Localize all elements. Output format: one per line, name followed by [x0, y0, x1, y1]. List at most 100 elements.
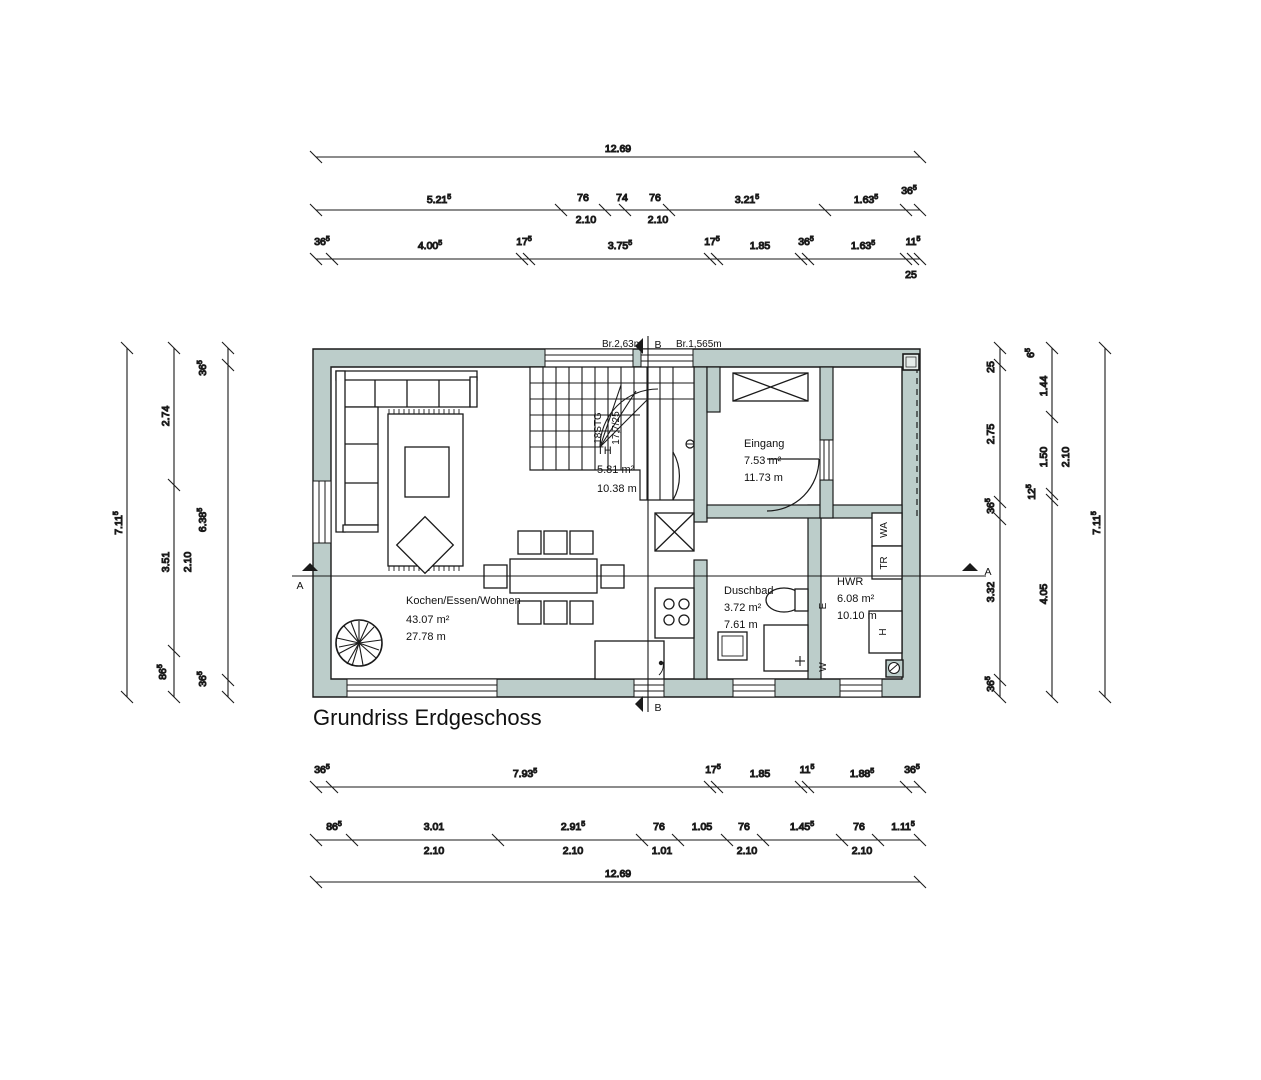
dim-label: 3.32	[985, 582, 997, 603]
dim-label: 1.44	[1038, 376, 1050, 397]
opening-width-label-right: Br.1,565m	[676, 339, 722, 350]
dim-label: 4.05	[1038, 584, 1050, 605]
room-name: HWR	[837, 576, 863, 588]
room-perimeter: 11.73 m	[744, 472, 783, 484]
section-arrow-a-right	[962, 563, 978, 571]
bottom-chain-3: 12.69	[309, 867, 927, 889]
toilet	[765, 587, 809, 613]
dim-label: 365	[314, 764, 330, 776]
dim-label: 1.50	[1038, 447, 1050, 468]
section-arrow-a-left	[302, 563, 318, 571]
partition-hall-living	[693, 366, 708, 523]
room-label-hall: TH 5.81 m² 10.38 m	[597, 445, 637, 495]
dim-label: 1.635	[854, 194, 878, 206]
plant	[335, 619, 383, 667]
room-area: 6.08 m²	[837, 593, 875, 605]
dim-label: 1.115	[891, 821, 915, 833]
door-hall-living	[672, 451, 680, 501]
right-dimension-chains: 25 2.75 365 3.32 365 65 1.44 1.50 2.10 1…	[984, 341, 1112, 704]
chair	[569, 600, 594, 625]
left-chain-inner: 365 6.385 365	[196, 341, 235, 704]
room-label-entrance: Eingang 7.53 m² 11.73 m	[744, 438, 784, 484]
chair	[517, 530, 542, 555]
dim-sub-label: 2.10	[576, 214, 597, 226]
dim-label: 1.85	[750, 768, 771, 780]
dim-label: 5.215	[427, 194, 451, 206]
dim-label: 4.005	[418, 240, 442, 252]
counter-with-hob	[654, 587, 695, 639]
dim-label: 865	[157, 664, 169, 680]
right-chain-outer: 7.115	[1090, 341, 1112, 704]
section-label: B	[654, 339, 661, 351]
sink	[717, 631, 748, 661]
partition-kitchen-bath	[693, 559, 708, 680]
appliance-heater: H	[868, 610, 903, 654]
floor-plan-body: WA TR H W E Kochen/Essen/Wohnen 43.07 m²…	[292, 336, 992, 714]
top-dimension-chains: 12.69 5.215 76 2.10 74 76 2.10	[309, 142, 927, 282]
dim-label: 1.455	[790, 821, 814, 833]
dim-label: 7.115	[1091, 511, 1103, 535]
dim-sub-label: 2.10	[1060, 447, 1072, 468]
dim-label: 1.05	[692, 821, 713, 833]
door-entrance	[766, 458, 820, 512]
shower	[763, 624, 809, 672]
partition-utility-top	[706, 504, 903, 519]
dim-label: 365	[985, 676, 997, 692]
opening-window-bath	[732, 678, 776, 698]
chair	[517, 600, 542, 625]
dim-label: 175	[705, 764, 721, 776]
staircase	[529, 366, 695, 501]
room-area: 43.07 m²	[406, 614, 450, 626]
opening-window-left	[312, 480, 332, 544]
right-chain-inner: 25 2.75 365 3.32 365	[984, 341, 1007, 704]
opening-window-bottom-living	[346, 678, 498, 698]
room-name: Eingang	[744, 438, 784, 450]
top-chain-2: 5.215 76 2.10 74 76 2.10 3.215 1.635 365	[309, 184, 927, 227]
dim-label: 7.935	[513, 768, 537, 780]
dim-sub-label: 2.10	[852, 845, 873, 857]
room-area: 3.72 m²	[724, 602, 762, 614]
left-chain-outer: 7.115	[112, 341, 134, 704]
dim-label: 1.85	[750, 240, 771, 252]
partition-entrance-right-lower	[819, 479, 834, 519]
dim-label: 365	[904, 764, 920, 776]
dim-sub-label: 2.10	[737, 845, 758, 857]
floor-drain	[885, 659, 904, 678]
window-symbol-top-right	[902, 353, 920, 371]
dim-sub-label: 2.10	[424, 845, 445, 857]
room-perimeter: 10.10 m	[837, 610, 877, 622]
connection-label-electric: E	[818, 602, 829, 609]
opening-terrace-door	[544, 348, 634, 368]
dim-sub-label: 2.10	[563, 845, 584, 857]
dim-label: 365	[314, 236, 330, 248]
partition-bath-utility	[807, 504, 822, 680]
stair-info: 18STG 17,7/25	[593, 411, 622, 445]
dim-label: 76	[853, 821, 865, 833]
dim-label: 175	[704, 236, 720, 248]
dim-label: 76	[649, 192, 661, 204]
left-dimension-chains: 7.115 2.74 3.51 2.10 865 365 6.385 365	[112, 341, 235, 704]
opening-window-utility	[839, 678, 883, 698]
dim-label: 76	[738, 821, 750, 833]
dim-label: 865	[326, 821, 342, 833]
bottom-chain-2: 865 3.01 2.10 2.915 2.10 76 1.01 1.05 76…	[309, 820, 927, 858]
section-arrow-b-top	[635, 338, 643, 354]
dim-label: 76	[653, 821, 665, 833]
section-label: B	[654, 702, 661, 714]
bottom-chain-1: 365 7.935 175 1.85 115 1.885 365	[309, 763, 927, 794]
room-label-utility: HWR 6.08 m² 10.10 m	[837, 576, 877, 622]
page-title: Grundriss Erdgeschoss	[313, 705, 542, 730]
dim-label: 115	[800, 764, 815, 776]
dim-label: 1.885	[850, 768, 874, 780]
room-label-bath: Duschbad 3.72 m² 7.61 m	[724, 585, 774, 631]
dim-sub-label: 2.10	[182, 552, 194, 573]
partition-entrance-right	[819, 366, 834, 441]
chair	[543, 600, 568, 625]
section-arrow-b-bottom	[635, 696, 643, 712]
dim-sub-label: 1.01	[652, 845, 673, 857]
partition-entrance-left	[706, 366, 721, 413]
room-perimeter: 7.61 m	[724, 619, 758, 631]
room-label-living: Kochen/Essen/Wohnen 43.07 m² 27.78 m	[406, 595, 521, 643]
dim-label: 2.915	[561, 821, 585, 833]
